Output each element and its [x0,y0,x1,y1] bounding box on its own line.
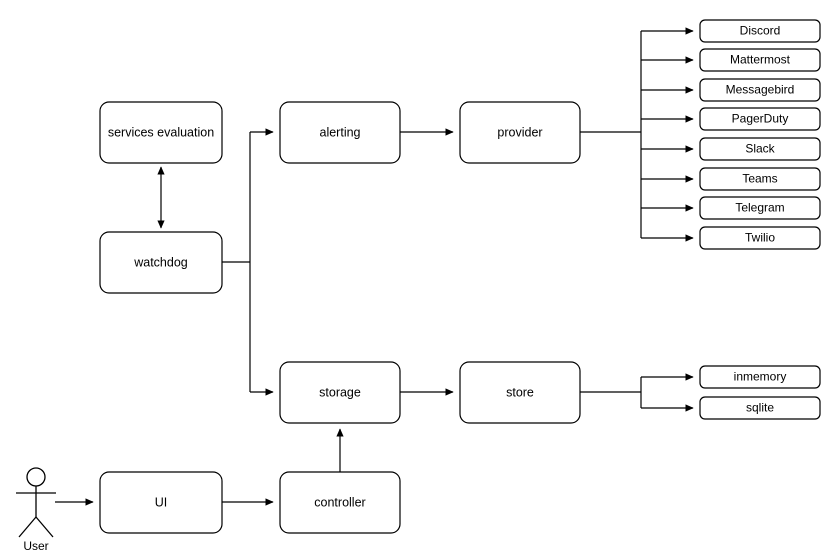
node-box[interactable] [99,231,223,294]
node-watchdog[interactable]: watchdog [99,231,223,294]
leaf-box[interactable] [699,396,821,420]
leaf-label: inmemory [734,370,787,384]
leaf-label: sqlite [746,401,774,415]
leaf-box[interactable] [699,137,821,161]
leaf-inmemory[interactable]: inmemory [699,365,821,389]
edge-layer [55,27,694,506]
leaf-box[interactable] [699,167,821,191]
leaf-box[interactable] [699,19,821,43]
leaf-slack[interactable]: Slack [699,137,821,161]
node-label: watchdog [133,255,188,269]
leaf-label: Mattermost [730,53,791,67]
leaf-messagebird[interactable]: Messagebird [699,78,821,102]
node-label: store [506,385,534,399]
leaf-twilio[interactable]: Twilio [699,226,821,250]
leaf-box[interactable] [699,196,821,220]
leaf-mattermost[interactable]: Mattermost [699,48,821,72]
leaf-sqlite[interactable]: sqlite [699,396,821,420]
node-provider[interactable]: provider [459,101,581,164]
leaf-box[interactable] [699,365,821,389]
node-box[interactable] [459,101,581,164]
node-label: provider [497,125,542,139]
leaf-box[interactable] [699,107,821,131]
node-layer: services evaluation watchdog alerting pr… [99,101,581,534]
leaf-telegram[interactable]: Telegram [699,196,821,220]
leaf-label: Slack [745,142,775,156]
node-store[interactable]: store [459,361,581,424]
leaf-label: PagerDuty [732,112,789,126]
leaf-label: Messagebird [726,83,795,97]
node-box[interactable] [99,471,223,534]
node-label: controller [314,495,365,509]
node-ui[interactable]: UI [99,471,223,534]
provider-target-layer: Discord Mattermost Messagebird PagerDuty… [699,19,821,250]
leaf-teams[interactable]: Teams [699,167,821,191]
actor-leg-left-icon [18,516,37,538]
leaf-box[interactable] [699,226,821,250]
leaf-pagerduty[interactable]: PagerDuty [699,107,821,131]
leaf-discord[interactable]: Discord [699,19,821,43]
node-services-evaluation[interactable]: services evaluation [99,101,223,164]
edge-store-fanout [580,373,694,412]
edge-provider-fanout [580,27,694,242]
node-label: services evaluation [108,125,214,139]
edge-watchdog-branch [222,128,274,396]
actor-head-icon [26,467,46,487]
store-target-layer: inmemory sqlite [699,365,821,420]
node-box[interactable] [279,471,401,534]
actor-leg-right-icon [35,516,54,538]
node-label: storage [319,385,361,399]
node-label: UI [155,495,168,509]
leaf-box[interactable] [699,48,821,72]
node-box[interactable] [279,361,401,424]
actor-label: User [23,539,48,553]
leaf-label: Telegram [735,201,784,215]
leaf-label: Twilio [745,231,775,245]
node-box[interactable] [99,101,223,164]
node-alerting[interactable]: alerting [279,101,401,164]
node-controller[interactable]: controller [279,471,401,534]
node-box[interactable] [459,361,581,424]
node-box[interactable] [279,101,401,164]
actor-user[interactable]: User [16,467,56,553]
node-storage[interactable]: storage [279,361,401,424]
node-label: alerting [320,125,361,139]
leaf-label: Teams [742,172,777,186]
leaf-label: Discord [740,24,781,38]
leaf-box[interactable] [699,78,821,102]
